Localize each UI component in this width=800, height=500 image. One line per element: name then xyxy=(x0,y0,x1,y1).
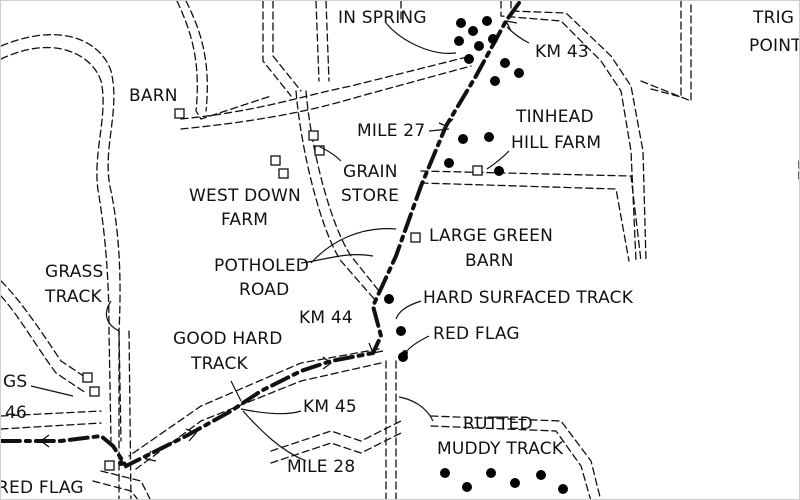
building-icon xyxy=(104,460,115,471)
label-tinhead-line2: HILL FARM xyxy=(511,133,601,153)
tree-icon xyxy=(398,352,408,367)
direction-arrow-icon xyxy=(368,342,384,354)
building-icon xyxy=(308,130,319,141)
tree-icon xyxy=(456,18,466,33)
tree-icon xyxy=(454,36,464,51)
tree-icon xyxy=(490,76,500,91)
buildings xyxy=(82,108,483,471)
label-large-green-line2: BARN xyxy=(465,251,514,271)
tree-icon xyxy=(558,484,568,499)
label-mile-28: MILE 28 xyxy=(287,457,355,477)
label-large-green-line1: LARGE GREEN xyxy=(429,226,553,246)
tree-icon xyxy=(468,26,478,41)
tree-icon xyxy=(500,58,510,73)
direction-arrow-icon xyxy=(144,450,157,462)
building-icon xyxy=(278,168,289,179)
label-hard-surfaced-track: HARD SURFACED TRACK xyxy=(423,288,634,308)
label-good-hard-line2: TRACK xyxy=(190,354,249,374)
label-grass-track-line1: GRASS xyxy=(45,262,104,282)
building-icon xyxy=(174,108,185,119)
labels: IN SPRING TRIG POINT KM 43 BARN TINHEAD … xyxy=(1,8,799,498)
label-mile-27: MILE 27 xyxy=(357,121,425,141)
label-trig-point-line2: POINT xyxy=(749,36,799,56)
label-partial-46: 46 xyxy=(5,403,27,423)
main-route xyxy=(1,1,521,470)
label-tinhead-line1: TINHEAD xyxy=(515,107,594,127)
building-icon xyxy=(82,372,93,383)
label-west-down-line2: FARM xyxy=(221,210,268,230)
direction-arrow-icon xyxy=(39,434,50,448)
tree-icon xyxy=(462,482,472,497)
label-km-44: KM 44 xyxy=(299,308,353,328)
tree-icon xyxy=(474,41,484,56)
label-rutted-line2: MUDDY TRACK xyxy=(437,439,564,459)
direction-arrow-icon xyxy=(438,118,454,127)
label-in-spring: IN SPRING xyxy=(338,8,427,28)
tree-icon xyxy=(444,158,454,173)
label-good-hard-line1: GOOD HARD xyxy=(173,329,283,349)
label-km-43: KM 43 xyxy=(535,42,589,62)
label-km-45: KM 45 xyxy=(303,397,357,417)
building-icon xyxy=(89,386,100,397)
label-barn: BARN xyxy=(129,86,178,106)
leader-lines xyxy=(30,22,530,462)
label-grain-store-line2: STORE xyxy=(341,186,399,206)
tree-icon xyxy=(484,132,494,147)
building-icon xyxy=(472,165,483,176)
label-west-down-line1: WEST DOWN xyxy=(189,186,301,206)
label-red-flag-left: RED FLAG xyxy=(1,478,84,498)
label-red-flag-right: RED FLAG xyxy=(433,324,520,344)
tree-icon xyxy=(464,54,474,69)
tree-icon xyxy=(384,294,394,309)
label-potholed-line2: ROAD xyxy=(239,280,289,300)
tree-icon xyxy=(510,478,520,493)
direction-arrow-icon xyxy=(504,20,518,32)
label-grass-track-line2: TRACK xyxy=(44,287,103,307)
direction-arrow-icon xyxy=(185,428,198,442)
tree-icon xyxy=(494,166,504,181)
tree-icon xyxy=(486,468,496,483)
tree-icon xyxy=(514,68,524,83)
tree-icon xyxy=(482,16,492,31)
label-partial-gs: GS xyxy=(3,372,27,392)
label-grain-store-line1: GRAIN xyxy=(343,162,398,182)
building-icon xyxy=(410,232,421,243)
tree-icon xyxy=(536,470,546,485)
building-icon xyxy=(314,145,325,156)
tree-icon xyxy=(440,468,450,483)
tree-icon xyxy=(396,326,406,341)
label-trig-point-line1: TRIG xyxy=(752,8,794,28)
label-potholed-line1: POTHOLED xyxy=(214,256,309,276)
flag-marker-icon xyxy=(118,460,124,466)
tree-icon xyxy=(458,134,468,149)
label-rutted-line1: RUTTED xyxy=(463,414,533,434)
building-icon xyxy=(270,155,281,166)
direction-arrow-icon xyxy=(322,356,333,370)
